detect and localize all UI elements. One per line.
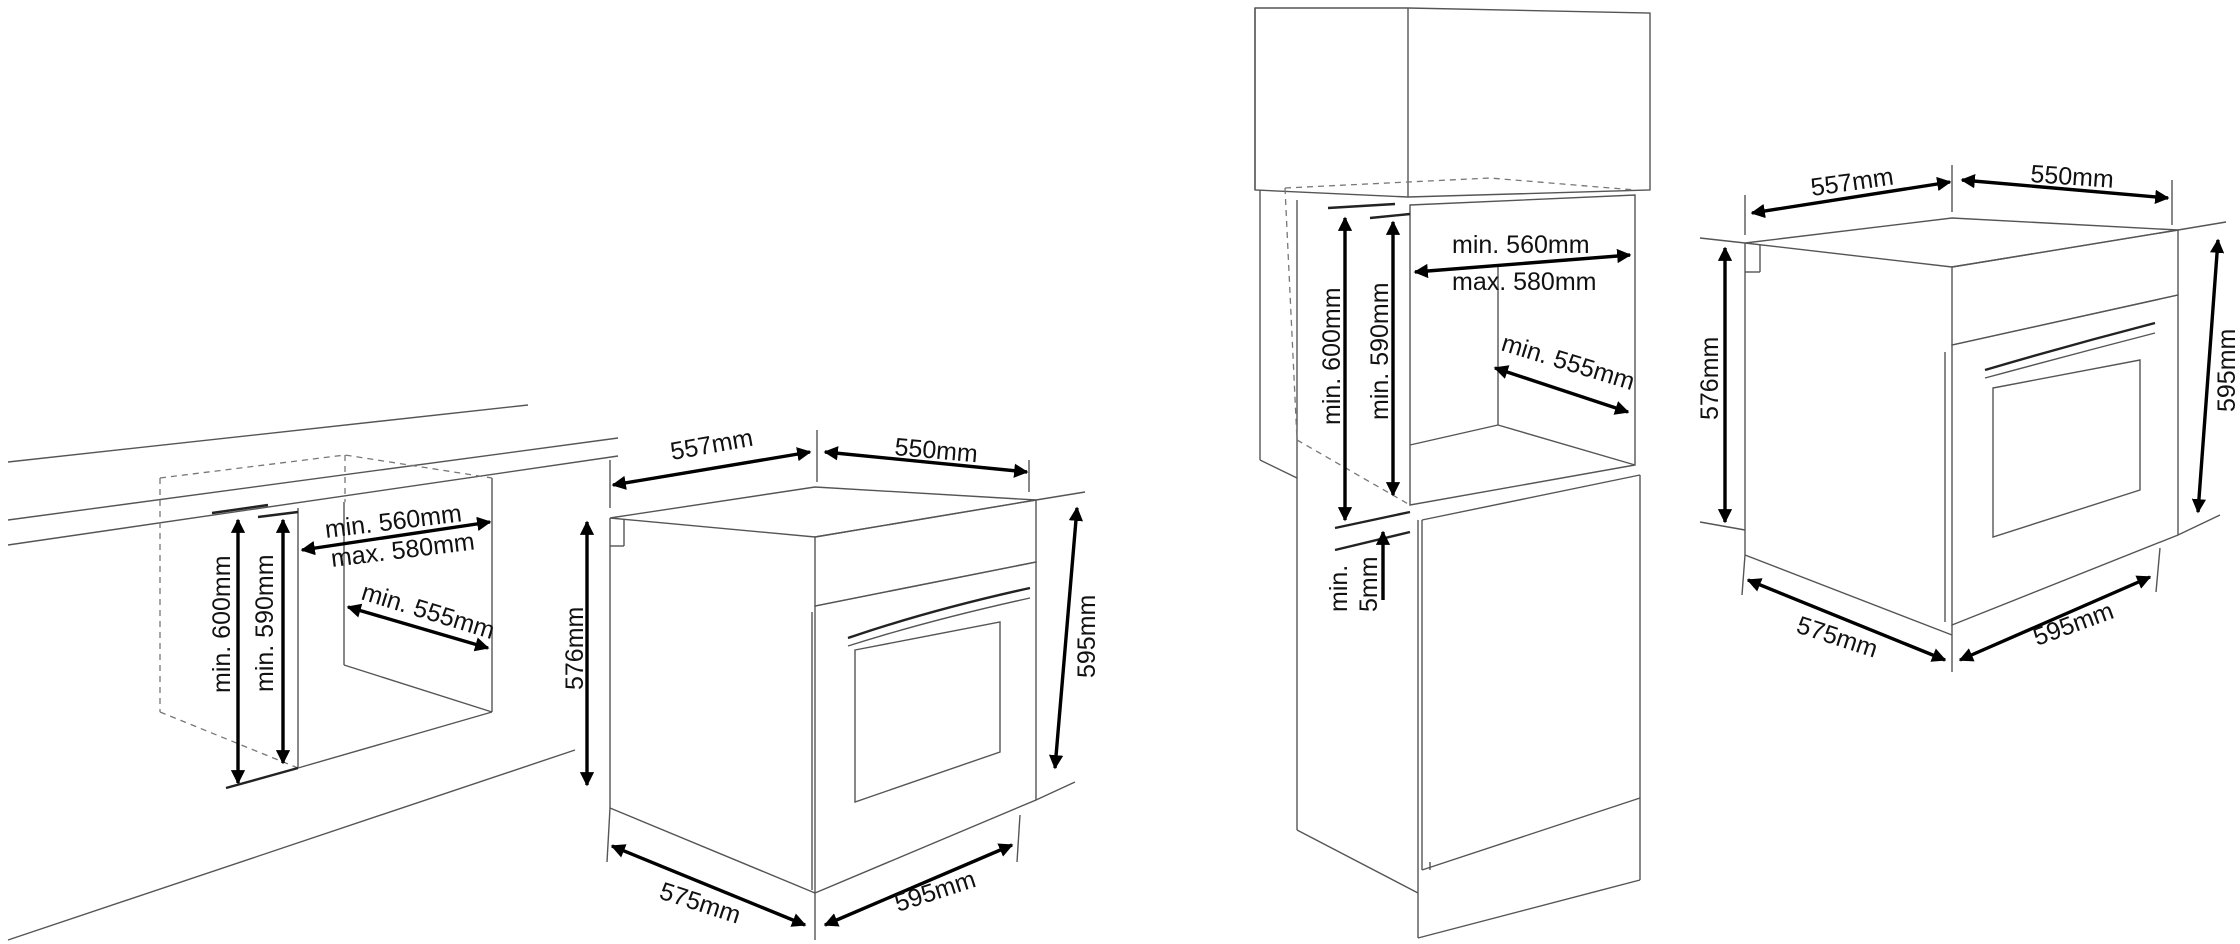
- label-576-right: 576mm: [1696, 337, 1724, 420]
- right-niche-dimensions: min. 600mm min. 590mm min. 560mm max. 58…: [1318, 216, 1638, 612]
- label-min-600: min. 600mm: [208, 555, 236, 693]
- label-gap-min: min.: [1325, 565, 1353, 612]
- label-gap-5mm: 5mm: [1355, 556, 1383, 612]
- label-557: 557mm: [668, 424, 755, 466]
- label-557-right: 557mm: [1809, 163, 1895, 202]
- label-min-590-right: min. 590mm: [1366, 282, 1394, 420]
- label-575-right: 575mm: [1793, 611, 1881, 663]
- label-595-width: 595mm: [891, 865, 979, 917]
- label-min-560-right: min. 560mm: [1452, 231, 1590, 259]
- label-min-555: min. 555mm: [358, 578, 498, 645]
- label-min-600-right: min. 600mm: [1318, 287, 1346, 425]
- left-oven-dimensions: 557mm 550mm 576mm 595mm 575mm 595mm: [561, 424, 1101, 940]
- label-575: 575mm: [656, 877, 744, 929]
- label-595-width-right: 595mm: [2029, 597, 2117, 652]
- right-oven-dimensions: 557mm 550mm 576mm 595mm 575mm 595mm: [1696, 160, 2240, 672]
- label-595-height-right: 595mm: [2213, 329, 2240, 412]
- right-oven: [1744, 217, 2179, 636]
- label-min-555-right: min. 555mm: [1498, 329, 1638, 396]
- label-576: 576mm: [561, 607, 589, 690]
- label-max-580-right: max. 580mm: [1452, 268, 1596, 296]
- left-oven: [609, 486, 1037, 895]
- label-595-height: 595mm: [1073, 595, 1101, 678]
- left-niche-dimensions: min. 600mm min. 590mm min. 560mm max. 58…: [208, 499, 498, 785]
- label-550-right: 550mm: [2030, 160, 2115, 194]
- tall-cabinet: [1254, 7, 1651, 939]
- label-min-590: min. 590mm: [251, 554, 279, 692]
- label-550: 550mm: [893, 433, 978, 468]
- left-countertop-niche: [7, 404, 619, 941]
